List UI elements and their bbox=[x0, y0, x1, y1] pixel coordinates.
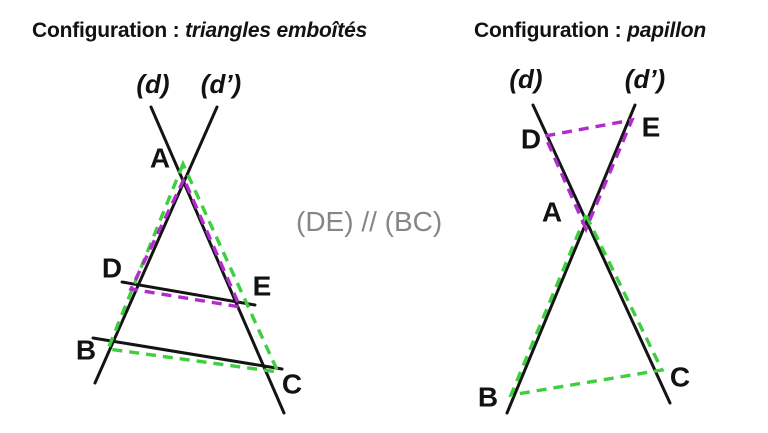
figure-title-prefix: Configuration : bbox=[32, 19, 186, 42]
triangles-emboites-line-d-prime bbox=[93, 105, 219, 385]
papillon-line-label: (d’) bbox=[625, 64, 665, 94]
triangles-emboites-dashed-triangle-ABC bbox=[105, 159, 281, 375]
papillon-point-label-B: B bbox=[478, 382, 498, 413]
papillon-point-label-A: A bbox=[542, 197, 562, 228]
triangles-emboites-point-label-B: B bbox=[76, 335, 96, 366]
figure-title-papillon: Configuration : papillon bbox=[474, 19, 706, 43]
triangles-emboites-line-d bbox=[149, 105, 286, 415]
triangles-emboites-dashed-triangle-ADE bbox=[128, 174, 243, 310]
figure-title-emphasis: papillon bbox=[627, 19, 707, 42]
papillon-dashed-triangle-ABC bbox=[508, 210, 665, 398]
figure-title-emphasis: triangles emboîtés bbox=[185, 19, 368, 42]
parallel-statement-label: (DE) // (BC) bbox=[296, 206, 443, 237]
papillon-line-d-prime bbox=[505, 103, 637, 415]
figure-title-triangles-emboites: Configuration : triangles emboîtés bbox=[32, 19, 367, 43]
triangles-emboites-line-label: (d) bbox=[136, 69, 169, 99]
papillon-line-d bbox=[531, 103, 672, 405]
triangles-emboites-segment-BC bbox=[91, 336, 284, 371]
triangles-emboites-line-label: (d’) bbox=[201, 69, 241, 99]
triangles-emboites-point-label-A: A bbox=[150, 143, 170, 174]
triangles-emboites-point-label-C: C bbox=[282, 369, 302, 400]
papillon-point-label-E: E bbox=[642, 112, 661, 143]
triangles-emboites-segment-DE bbox=[120, 280, 257, 307]
papillon-point-label-C: C bbox=[670, 362, 690, 393]
papillon-point-label-D: D bbox=[521, 124, 541, 155]
triangles-emboites-point-label-D: D bbox=[102, 253, 122, 284]
figure-title-prefix: Configuration : bbox=[474, 19, 628, 42]
triangles-emboites-point-label-E: E bbox=[253, 271, 272, 302]
papillon-line-label: (d) bbox=[509, 64, 542, 94]
papillon-dashed-triangle-ADE bbox=[542, 117, 635, 234]
